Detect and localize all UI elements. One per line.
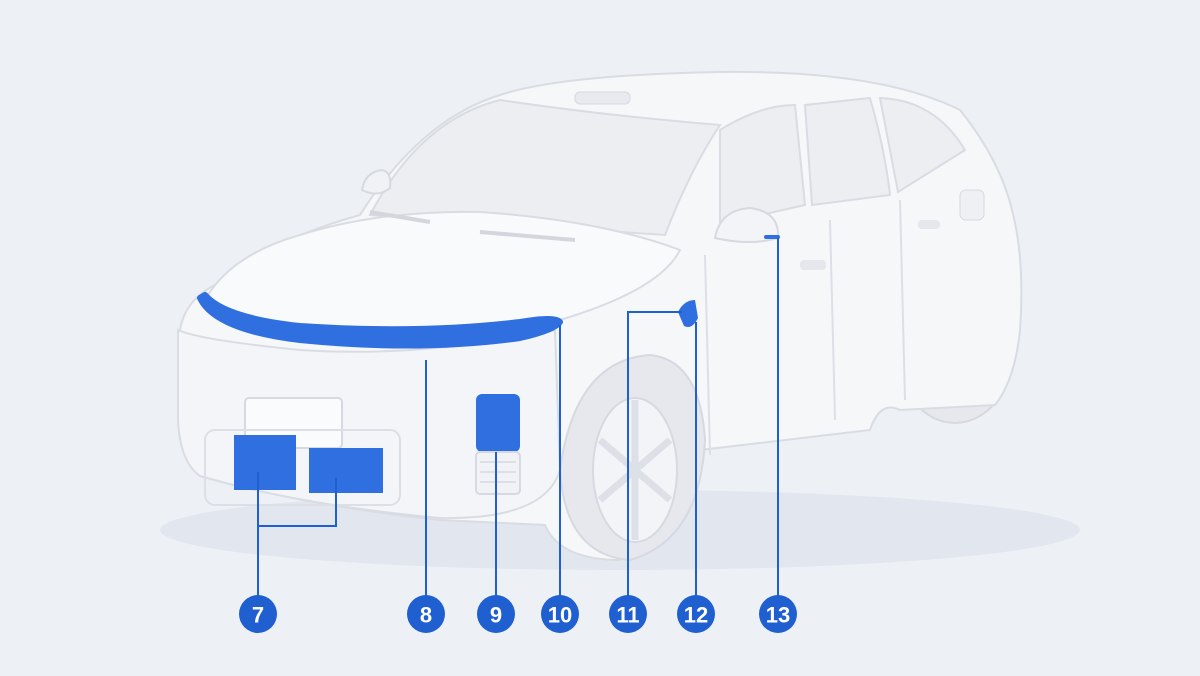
fender-lamp [678,300,698,327]
side-window-front [719,103,807,227]
headlight [476,394,520,452]
callout-badge-10: 10 [541,595,579,633]
side-window-rear [878,96,967,194]
callout-label-7: 7 [252,603,264,628]
lower-grille-frame [204,429,401,506]
callout-label-12: 12 [684,603,708,628]
grille-light-right [309,448,383,493]
callout-badge-7: 7 [239,595,277,633]
callout-badge-9: 9 [477,595,515,633]
callout-badge-13: 13 [759,595,797,633]
leader-lines [257,238,779,596]
grille-light-left [234,435,296,490]
headlight-slats [480,461,516,483]
callout-badge-12: 12 [677,595,715,633]
door-handle-rear [918,220,940,229]
door-lines [704,199,906,456]
charge-flap [959,189,985,221]
callout-label-8: 8 [420,603,432,628]
callout-badge-11: 11 [609,595,647,633]
callout-label-11: 11 [616,603,639,628]
leader-7 [257,472,337,596]
side-window-middle [803,96,892,207]
wipers [369,210,576,242]
side-mirror [713,206,780,243]
leader-11 [627,311,682,596]
roof-sensor [574,91,631,105]
front-light-strip [197,292,563,349]
mirror-light [764,235,780,239]
front-wheel [558,353,707,562]
callout-badge-8: 8 [407,595,445,633]
far-mirror [360,168,392,195]
door-handle-front [800,260,826,270]
callout-label-13: 13 [766,603,790,628]
callout-label-9: 9 [490,603,502,628]
callout-label-10: 10 [548,603,572,628]
